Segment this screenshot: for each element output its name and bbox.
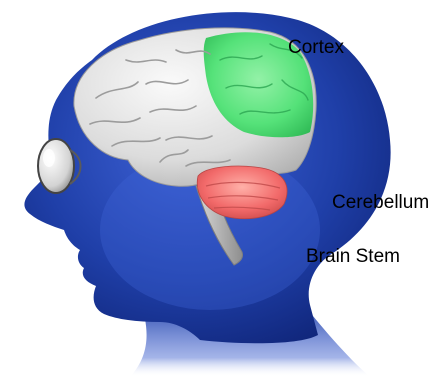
brain-stem-label: Brain Stem (306, 247, 400, 266)
cerebellum-label: Cerebellum (332, 193, 429, 212)
cortex-label: Cortex (288, 38, 344, 57)
